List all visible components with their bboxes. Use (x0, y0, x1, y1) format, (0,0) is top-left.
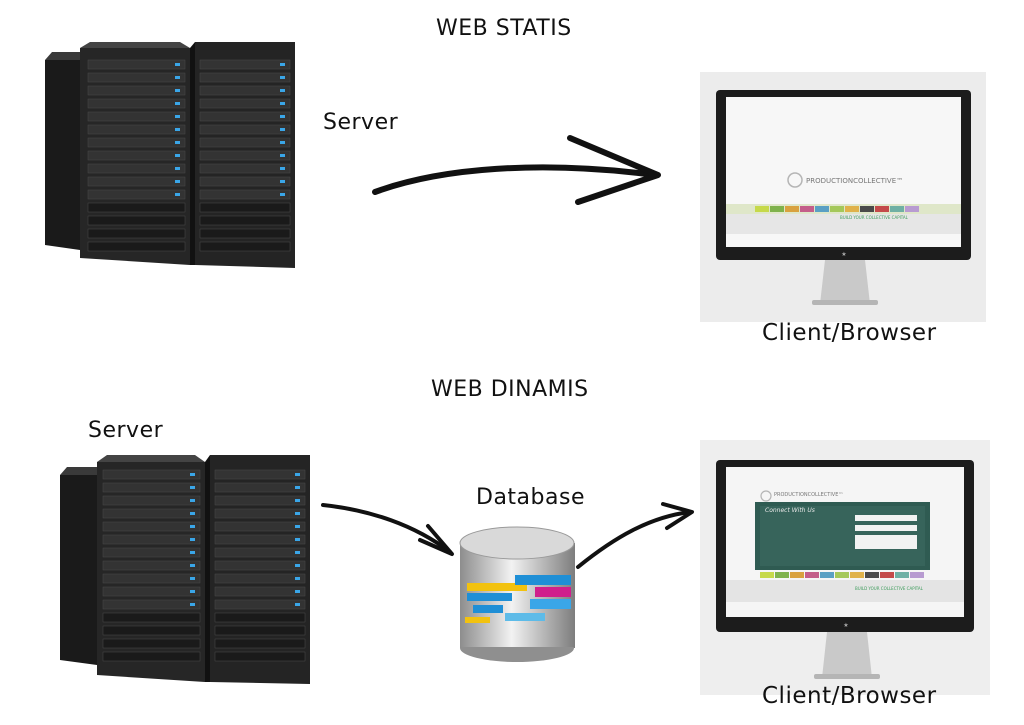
dynamic-site-brand: PRODUCTIONCOLLECTIVE™ (774, 492, 844, 498)
static-client-monitor: ★ PRODUCTIONCOLLECTIVE™ BUILD YOUR COLLE… (700, 72, 986, 322)
static-site-tagline: BUILD YOUR COLLECTIVE CAPITAL (840, 215, 908, 220)
database-icon (455, 525, 580, 665)
static-server-racks (40, 40, 300, 272)
dynamic-site-heading: Connect With Us (765, 507, 815, 514)
dynamic-client-monitor: ★ PRODUCTIONCOLLECTIVE™ Connect With Us … (700, 440, 990, 695)
dynamic-server-racks (55, 450, 315, 688)
dynamic-site-tagline: BUILD YOUR COLLECTIVE CAPITAL (855, 586, 923, 591)
static-server-label: Server (323, 110, 399, 135)
dynamic-title: WEB DINAMIS (431, 377, 589, 402)
dynamic-server-label: Server (88, 418, 164, 443)
database-label: Database (476, 485, 585, 510)
static-flow-arrow (370, 130, 670, 210)
static-title: WEB STATIS (436, 16, 572, 41)
static-client-label: Client/Browser (762, 320, 937, 346)
server-to-database-arrow (320, 500, 460, 570)
svg-text:★: ★ (841, 251, 846, 258)
database-to-client-arrow (575, 502, 700, 577)
svg-text:★: ★ (843, 622, 848, 629)
dynamic-client-label: Client/Browser (762, 683, 937, 709)
static-site-brand: PRODUCTIONCOLLECTIVE™ (806, 177, 904, 185)
